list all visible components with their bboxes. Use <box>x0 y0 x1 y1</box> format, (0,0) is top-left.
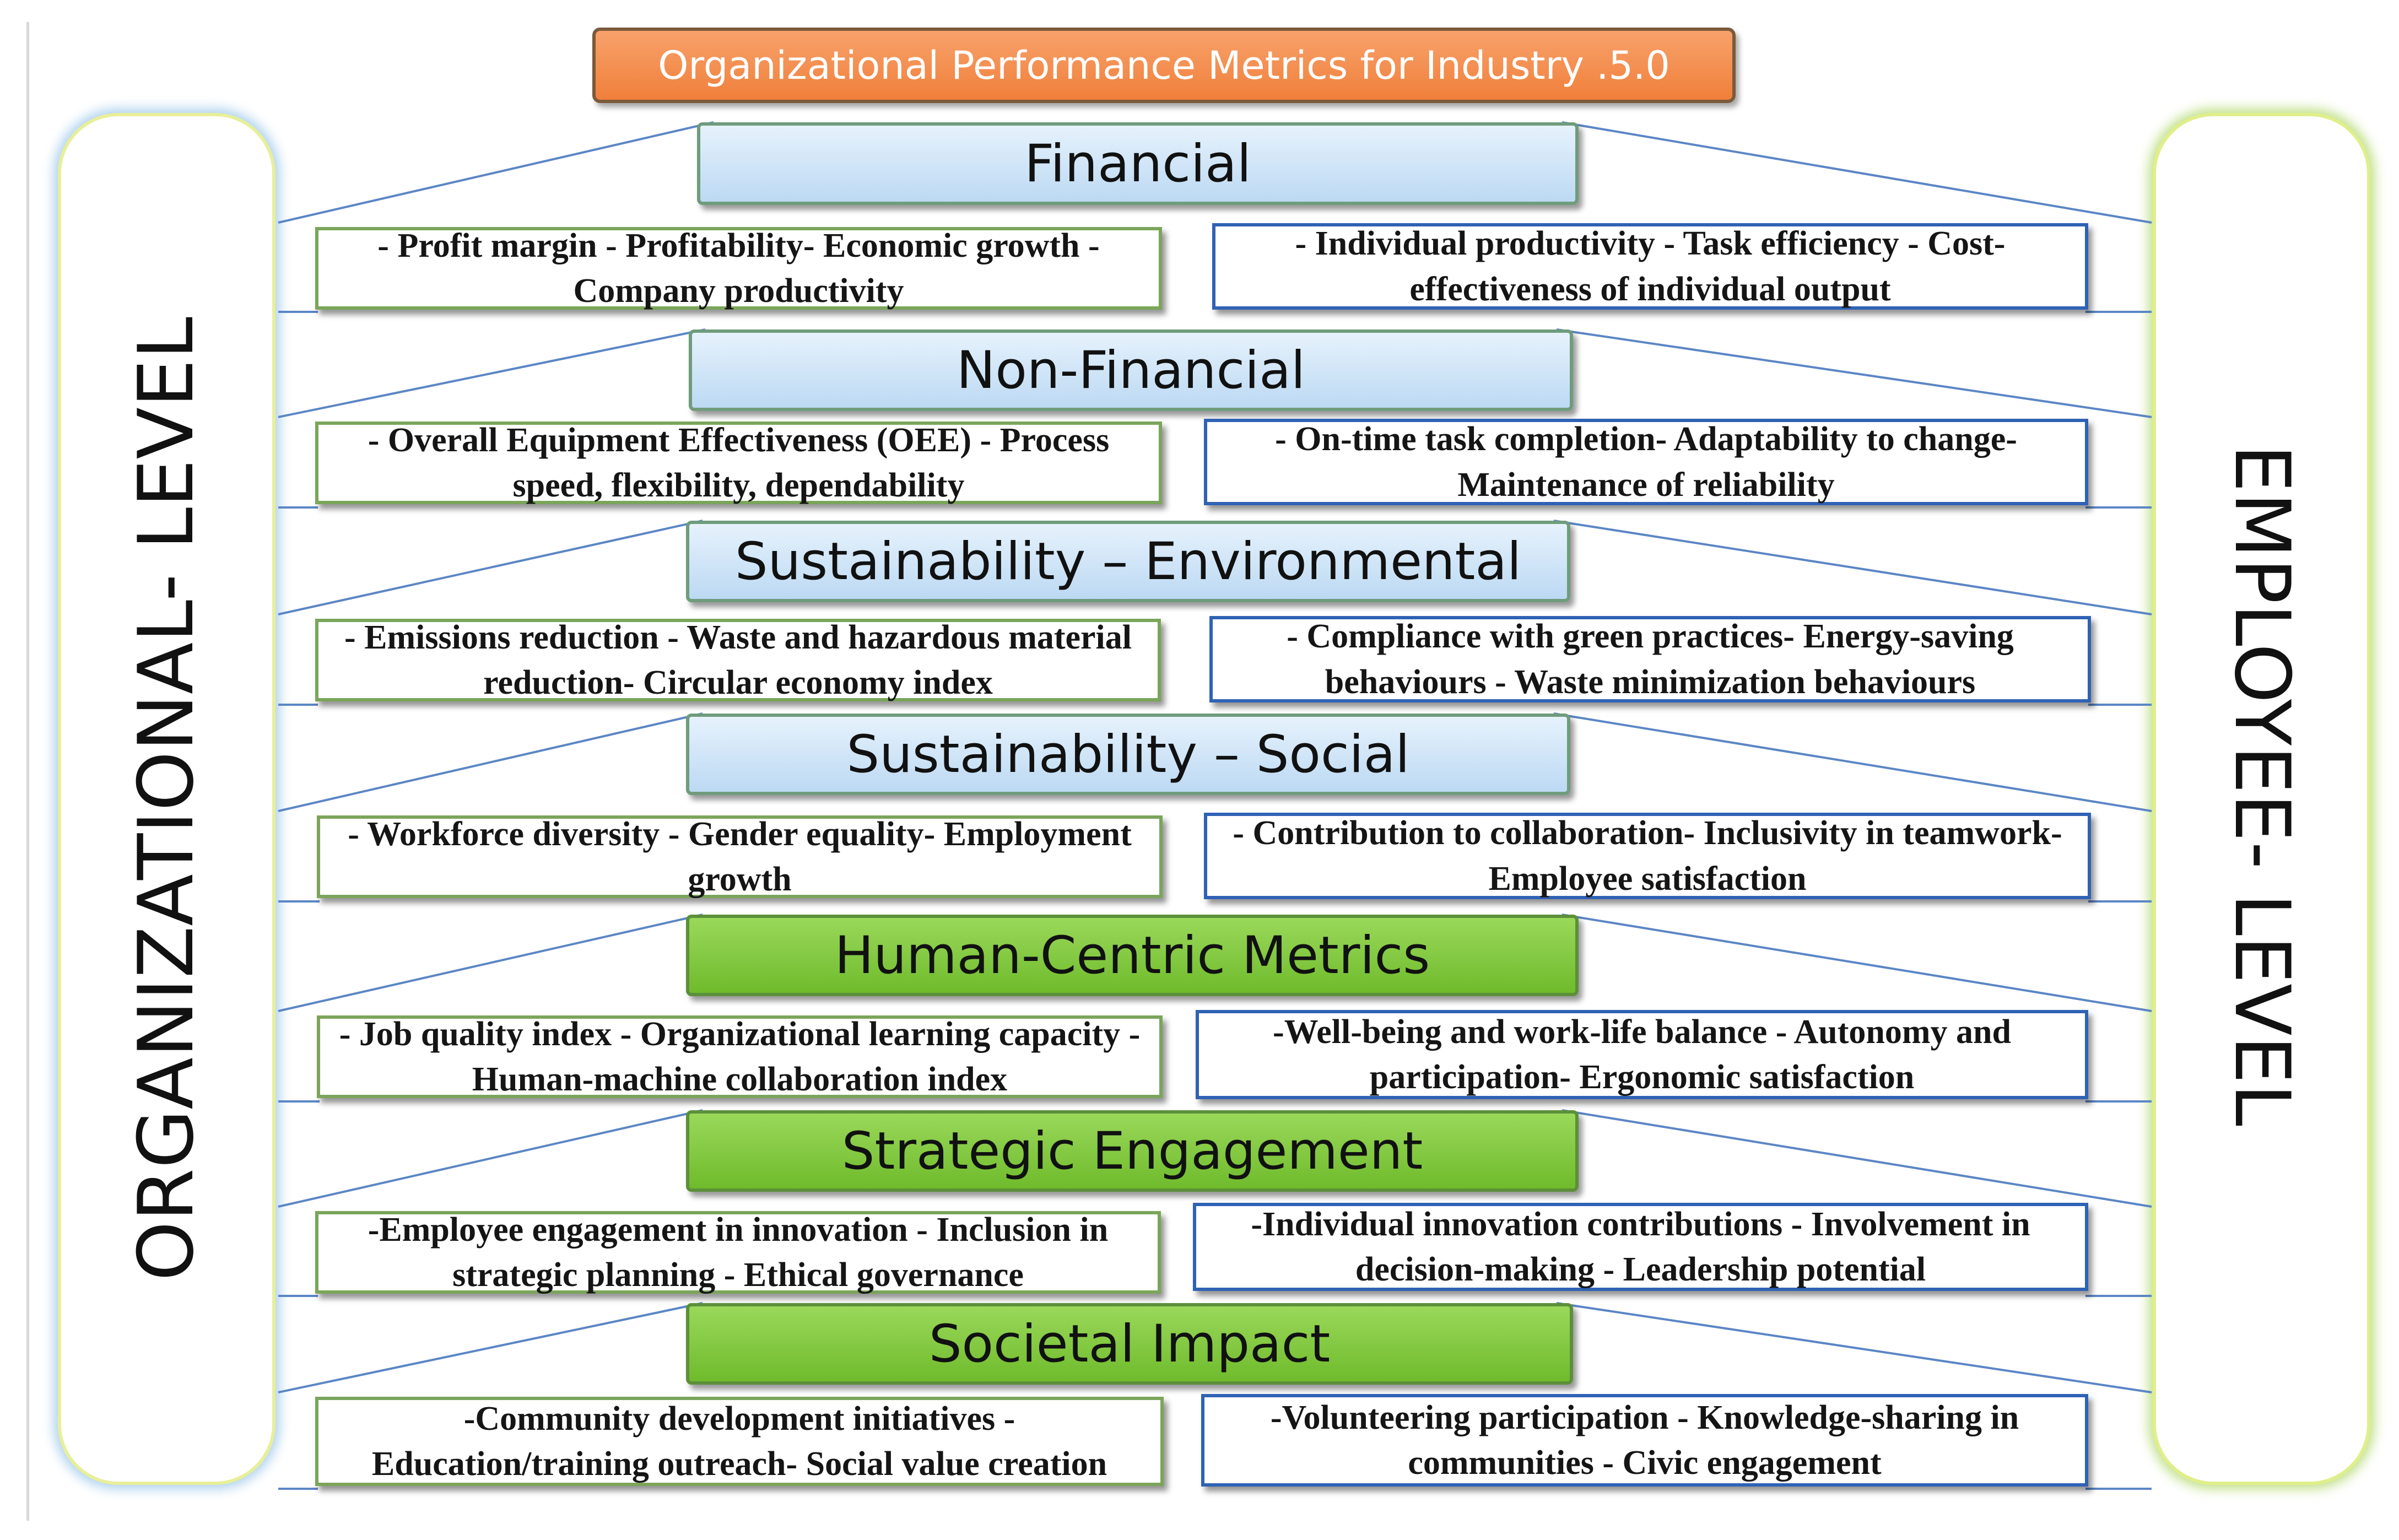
connector-line <box>1553 520 2152 615</box>
employee-metrics-human-centric: -Well-being and work-life balance - Auto… <box>1196 1010 2088 1099</box>
employee-metrics-sustainability-environmental: - Compliance with green practices- Energ… <box>1209 616 2091 703</box>
employee-metrics-non-financial: - On-time task completion- Adaptability … <box>1204 419 2088 505</box>
category-sustainability-social: Sustainability – Social <box>686 714 1570 795</box>
employee-metrics-strategic-engagement: -Individual innovation contributions - I… <box>1193 1203 2088 1291</box>
employee-metrics-societal-impact: -Volunteering participation - Knowledge-… <box>1201 1394 2088 1487</box>
organizational-metrics-human-centric: - Job quality index - Organizational lea… <box>317 1015 1163 1098</box>
category-sustainability-environmental: Sustainability – Environmental <box>686 521 1570 602</box>
connector-line <box>1556 1302 2152 1393</box>
organizational-metrics-non-financial: - Overall Equipment Effectiveness (OEE) … <box>315 422 1162 504</box>
connector-line <box>278 1302 703 1393</box>
connector-line <box>1561 121 2152 224</box>
organizational-level-panel <box>58 113 275 1485</box>
connector-line <box>278 1109 703 1208</box>
organizational-metrics-sustainability-environmental: - Emissions reduction - Waste and hazard… <box>315 619 1161 701</box>
connector-line <box>278 121 714 224</box>
connector-line <box>1556 328 2152 418</box>
connector-line <box>1561 914 2152 1012</box>
category-societal-impact: Societal Impact <box>686 1303 1573 1385</box>
diagram-title: Organizational Performance Metrics for I… <box>592 28 1736 103</box>
connector-line <box>278 328 706 418</box>
category-non-financial: Non-Financial <box>689 329 1573 411</box>
employee-level-panel <box>2153 113 2370 1485</box>
category-strategic-engagement: Strategic Engagement <box>686 1110 1579 1192</box>
employee-metrics-financial: - Individual productivity - Task efficie… <box>1212 223 2088 310</box>
connector-line <box>278 520 703 615</box>
connector-line <box>278 914 703 1012</box>
connector-line <box>1553 712 2152 812</box>
employee-metrics-sustainability-social: - Contribution to collaboration- Inclusi… <box>1204 813 2091 899</box>
employee-level-label: EMPLOYEE- LEVEL <box>2218 444 2306 1126</box>
category-human-centric-metrics: Human-Centric Metrics <box>686 915 1579 996</box>
organizational-metrics-societal-impact: -Community development initiatives - Edu… <box>315 1397 1164 1486</box>
organizational-level-label: ORGANIZATIONAL- LEVEL <box>122 317 210 1281</box>
connector-line <box>1561 1109 2152 1208</box>
organizational-metrics-financial: - Profit margin - Profitability- Economi… <box>315 227 1162 310</box>
organizational-metrics-strategic-engagement: -Employee engagement in innovation - Inc… <box>315 1211 1161 1294</box>
organizational-metrics-sustainability-social: - Workforce diversity - Gender equality-… <box>317 815 1163 898</box>
connector-line <box>278 712 703 812</box>
left-border-line <box>26 22 29 1521</box>
category-financial: Financial <box>697 122 1579 205</box>
